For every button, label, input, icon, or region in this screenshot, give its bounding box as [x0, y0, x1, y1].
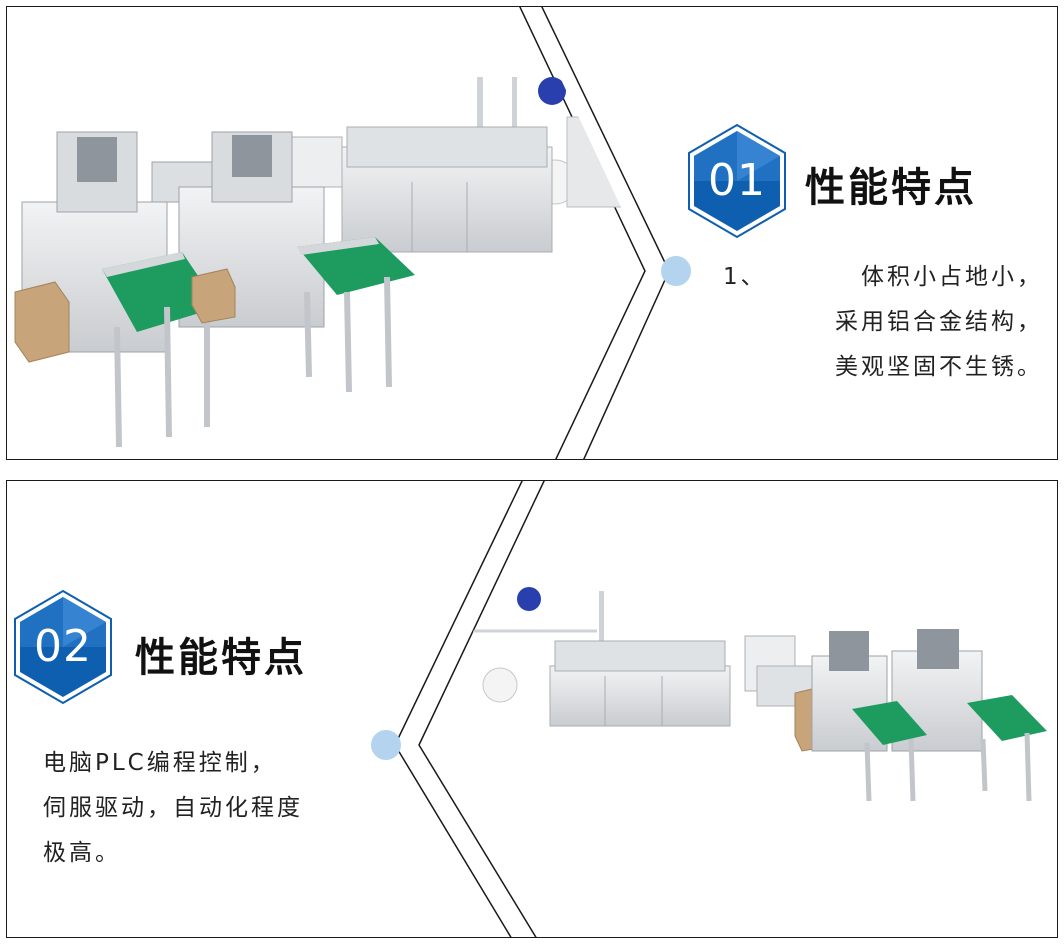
list-number: 1、: [723, 264, 767, 290]
feature-panel-2: 02 性能特点 电脑PLC编程控制， 伺服驱动，自动化程度 极高。: [6, 480, 1058, 938]
badge-number: 01: [708, 155, 766, 206]
description-line: 极高。: [43, 840, 121, 866]
feature-number-badge: 02: [13, 589, 113, 705]
description-line: 采用铝合金结构，: [835, 309, 1043, 335]
feature-description: 电脑PLC编程控制， 伺服驱动，自动化程度 极高。: [43, 741, 383, 876]
bullet-dot: [371, 730, 401, 760]
feature-number-badge: 01: [687, 123, 787, 239]
badge-number: 02: [34, 621, 92, 672]
description-line: 电脑PLC编程控制，: [43, 750, 277, 776]
description-line: 体积小占地小，: [861, 264, 1043, 290]
description-line: 美观坚固不生锈。: [835, 354, 1043, 380]
feature-panel-1: 01 性能特点 1、 体积小占地小， 采用铝合金结构， 美观坚固不生锈。: [6, 6, 1058, 460]
feature-title: 性能特点: [805, 165, 977, 211]
feature-description: 1、 体积小占地小， 采用铝合金结构， 美观坚固不生锈。: [723, 255, 1043, 390]
hexagon-badge-icon: [688, 123, 786, 239]
hexagon-badge-icon: [14, 589, 112, 705]
machine-photo: [467, 587, 1047, 802]
machine-photo: [14, 77, 638, 448]
bullet-dot: [661, 256, 691, 286]
description-line: 伺服驱动，自动化程度: [43, 795, 303, 821]
feature-title: 性能特点: [135, 635, 307, 681]
